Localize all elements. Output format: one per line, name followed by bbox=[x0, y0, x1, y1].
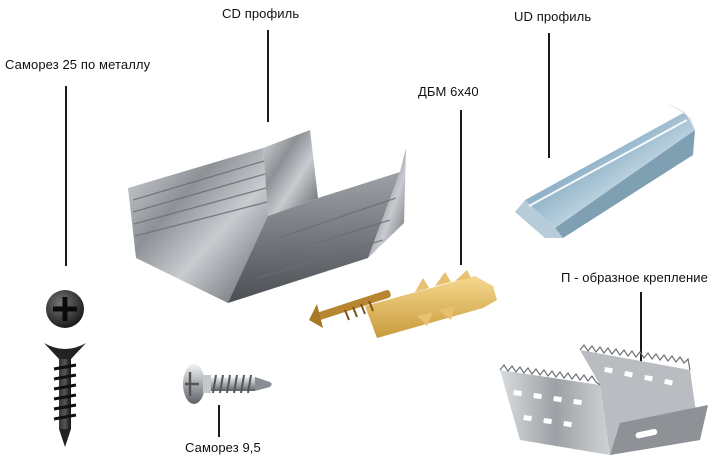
dowel-nail-icon bbox=[309, 270, 497, 338]
pointer-hanger bbox=[640, 292, 642, 362]
label-ud-profile: UD профиль bbox=[514, 9, 592, 24]
cd-profile-icon bbox=[128, 130, 406, 303]
pointer-screw-metal bbox=[65, 86, 67, 266]
self-drilling-screw-icon bbox=[183, 364, 272, 404]
label-cd-profile: CD профиль bbox=[222, 6, 300, 21]
label-screw-metal: Саморез 25 по металлу bbox=[5, 57, 151, 72]
label-screw-95: Саморез 9,5 bbox=[185, 440, 261, 455]
label-hanger: П - образное крепление bbox=[561, 270, 708, 285]
pointer-ud-profile bbox=[548, 33, 550, 158]
label-dowel: ДБМ 6х40 bbox=[418, 84, 479, 99]
drywall-screw-icon bbox=[44, 290, 86, 447]
pointer-screw-95 bbox=[218, 405, 220, 437]
u-hanger-icon bbox=[499, 343, 708, 455]
ud-profile-icon bbox=[515, 102, 695, 238]
pointer-cd-profile bbox=[267, 30, 269, 122]
pointer-dowel bbox=[460, 110, 462, 265]
